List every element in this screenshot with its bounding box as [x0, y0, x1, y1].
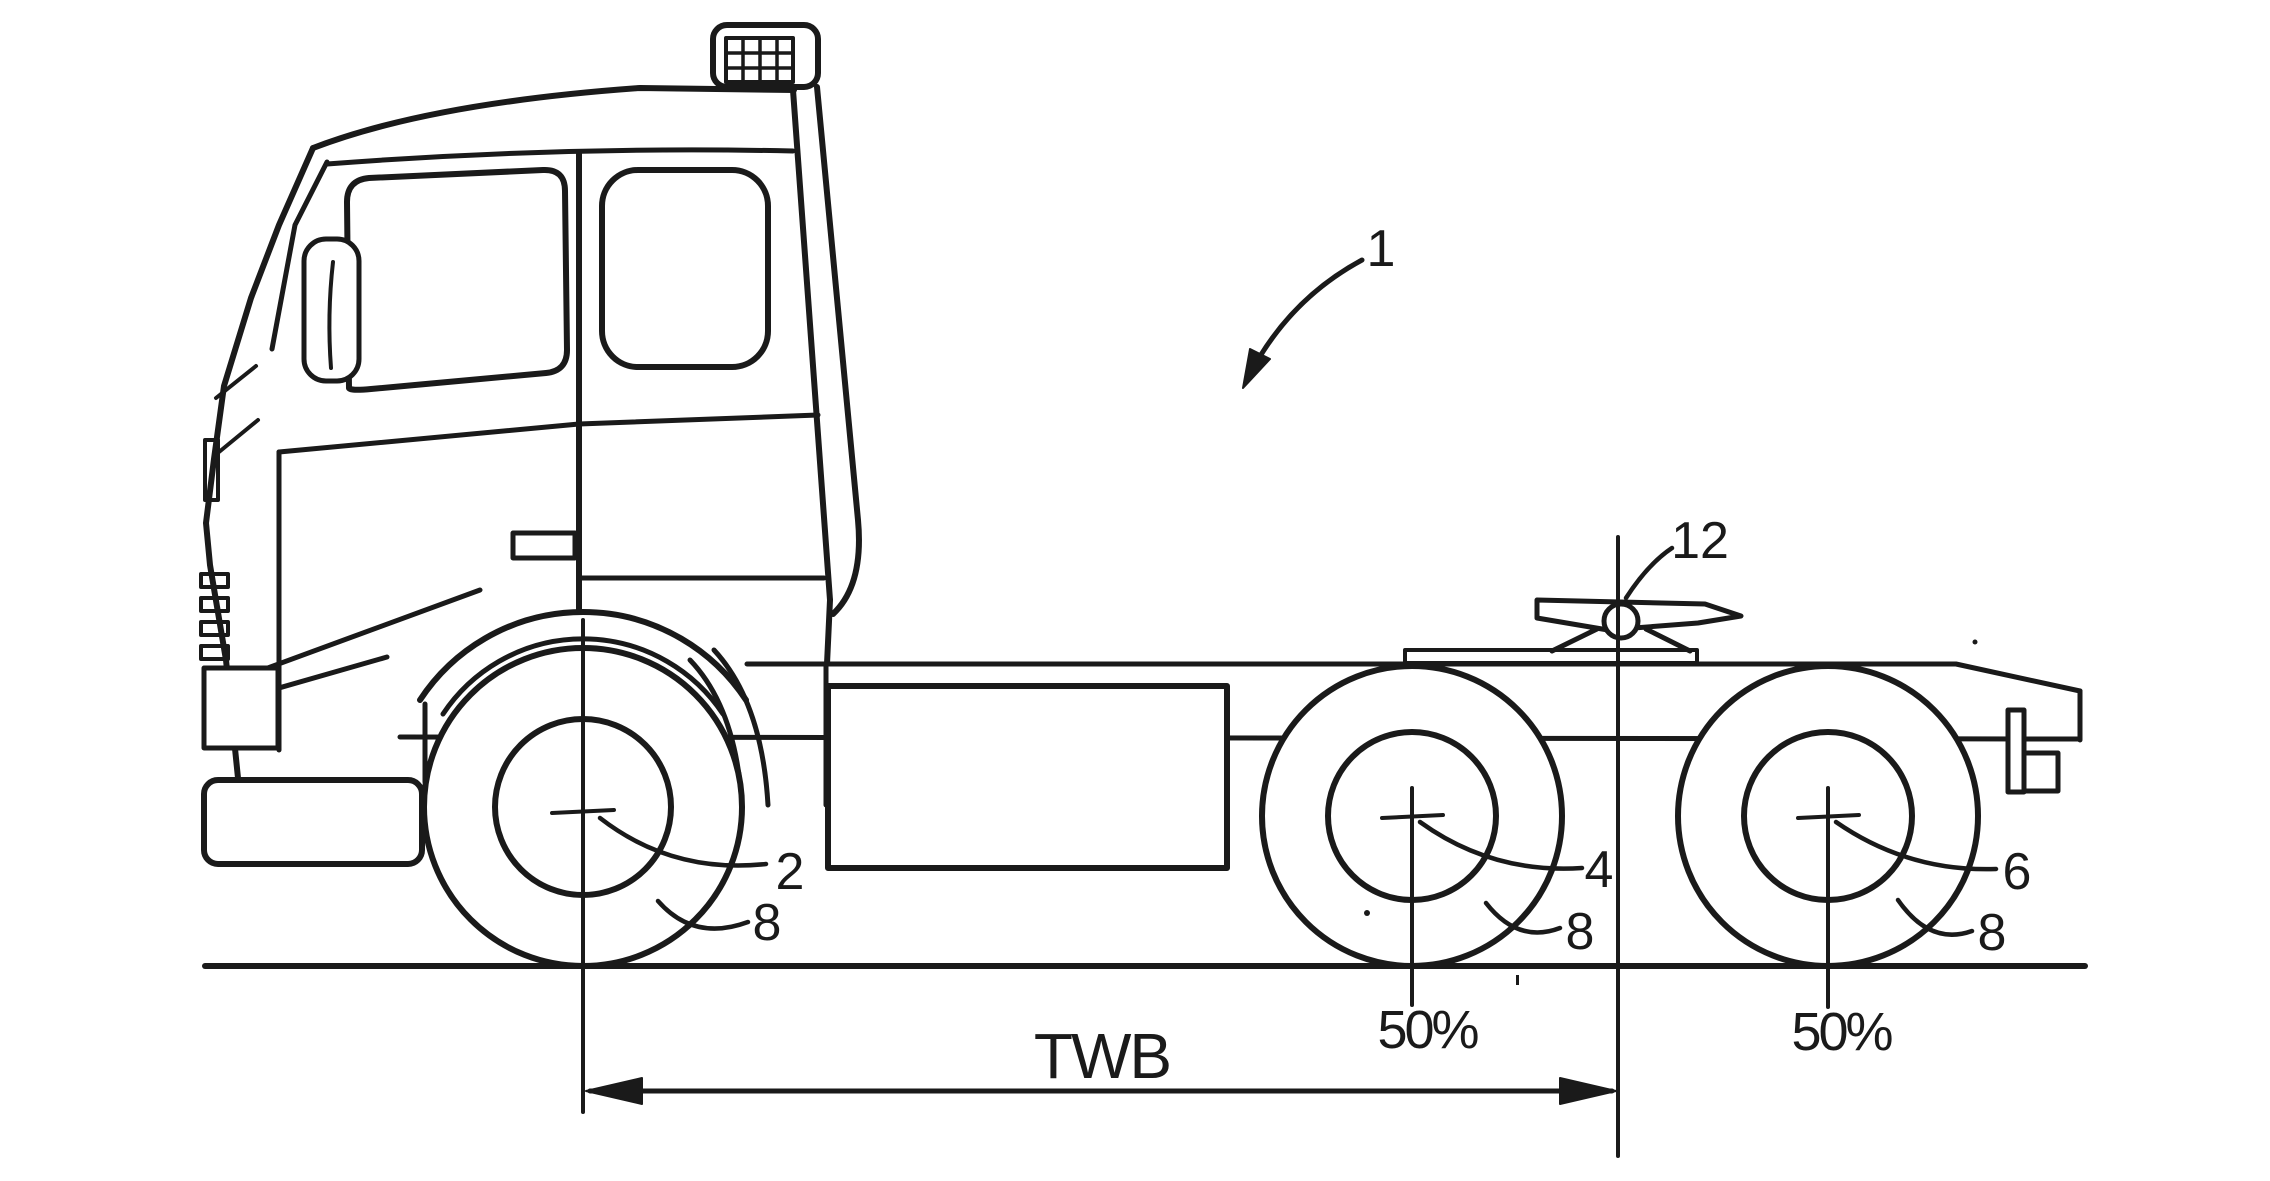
leader-label-12 [1623, 545, 1675, 601]
rear-axle-center-tick [1796, 813, 1861, 820]
middle-axle-center-tick [1380, 813, 1445, 820]
dimension-arrowhead-right [1559, 1077, 1617, 1105]
cab-rear-lower-edge [824, 597, 833, 667]
frame-top-rail [744, 661, 2083, 694]
front-marker [203, 438, 220, 502]
dimension-arrowhead-left [585, 1077, 643, 1105]
cab-crease-rear [576, 412, 821, 427]
label-12: 12 [1671, 512, 1729, 570]
rear-bracket-box [2021, 750, 2061, 794]
front-axle-center-tick [550, 808, 616, 815]
grille-slat-4 [199, 644, 230, 661]
wheel-arch-lip [440, 636, 726, 717]
grille-slat-1 [199, 572, 230, 589]
cab-crease-front [276, 421, 582, 455]
reference-numerals: 1 2 8 4 8 6 8 12 TWB 50% 50% [753, 220, 2032, 1092]
fifth-wheel-leg-right [1643, 626, 1693, 654]
fifth-wheel-pivot [1601, 601, 1641, 641]
label-2: 2 [776, 843, 805, 901]
label-twb: TWB [1034, 1020, 1170, 1092]
fifth-wheel [1403, 535, 1744, 1158]
leader-label-8-front [655, 898, 751, 931]
label-8-rear: 8 [1978, 904, 2007, 962]
cab-roof-inner-line [324, 147, 796, 167]
cab-roof-line [310, 85, 797, 151]
a-pillar-inner-line [269, 159, 330, 352]
wheelbase-dimension [585, 1077, 1617, 1105]
wheel-arch-outer [417, 609, 749, 703]
rear-bracket [2005, 707, 2061, 795]
mudflap-curve-outer [687, 657, 745, 808]
speck-2 [1972, 639, 1978, 645]
rear-side-window [599, 167, 771, 370]
grille-slat-2 [199, 596, 230, 613]
snorkel-left-edge [790, 87, 833, 603]
mirror-inner-line [327, 260, 335, 370]
label-8-front: 8 [753, 894, 782, 952]
leader-label-4 [1417, 819, 1585, 871]
label-6: 6 [2003, 843, 2032, 901]
scan-specks [1364, 639, 1978, 985]
speck-1 [1364, 910, 1370, 916]
windshield-corner-line-2 [217, 418, 260, 454]
roof-air-intake-frame [710, 22, 821, 90]
drawing-ink [199, 22, 2088, 1158]
leader-label-8-rear [1895, 897, 1975, 937]
windshield-corner-line-1 [214, 364, 258, 400]
cab-front-edge [203, 145, 316, 781]
label-4: 4 [1585, 841, 1614, 899]
door-window [344, 166, 570, 393]
axle-centerlines [550, 618, 1861, 1114]
vehicle-arrowhead [1242, 348, 1271, 389]
leader-label-8-middle [1483, 900, 1563, 935]
mudflap-curve-inner [711, 647, 771, 808]
vehicle-arrow [1242, 257, 1365, 389]
fuel-tank [825, 683, 1230, 871]
leader-lines [597, 545, 1999, 937]
label-8-middle: 8 [1566, 903, 1595, 961]
label-50pct-rear: 50% [1791, 1002, 1892, 1062]
roof-air-intake-grid-lines [724, 36, 795, 84]
leader-label-6 [1833, 819, 1999, 872]
leader-label-2 [597, 815, 769, 868]
snorkel-right-edge [814, 84, 862, 617]
label-1: 1 [1367, 220, 1396, 278]
grille-slat-3 [199, 620, 230, 637]
speck-3 [1516, 975, 1519, 985]
front-step-box [201, 665, 281, 751]
truck-cab [199, 22, 862, 867]
fifth-wheel-leg-left [1549, 626, 1600, 654]
door-handle [510, 530, 578, 561]
label-50pct-middle: 50% [1377, 1000, 1478, 1060]
front-bumper [201, 777, 425, 867]
